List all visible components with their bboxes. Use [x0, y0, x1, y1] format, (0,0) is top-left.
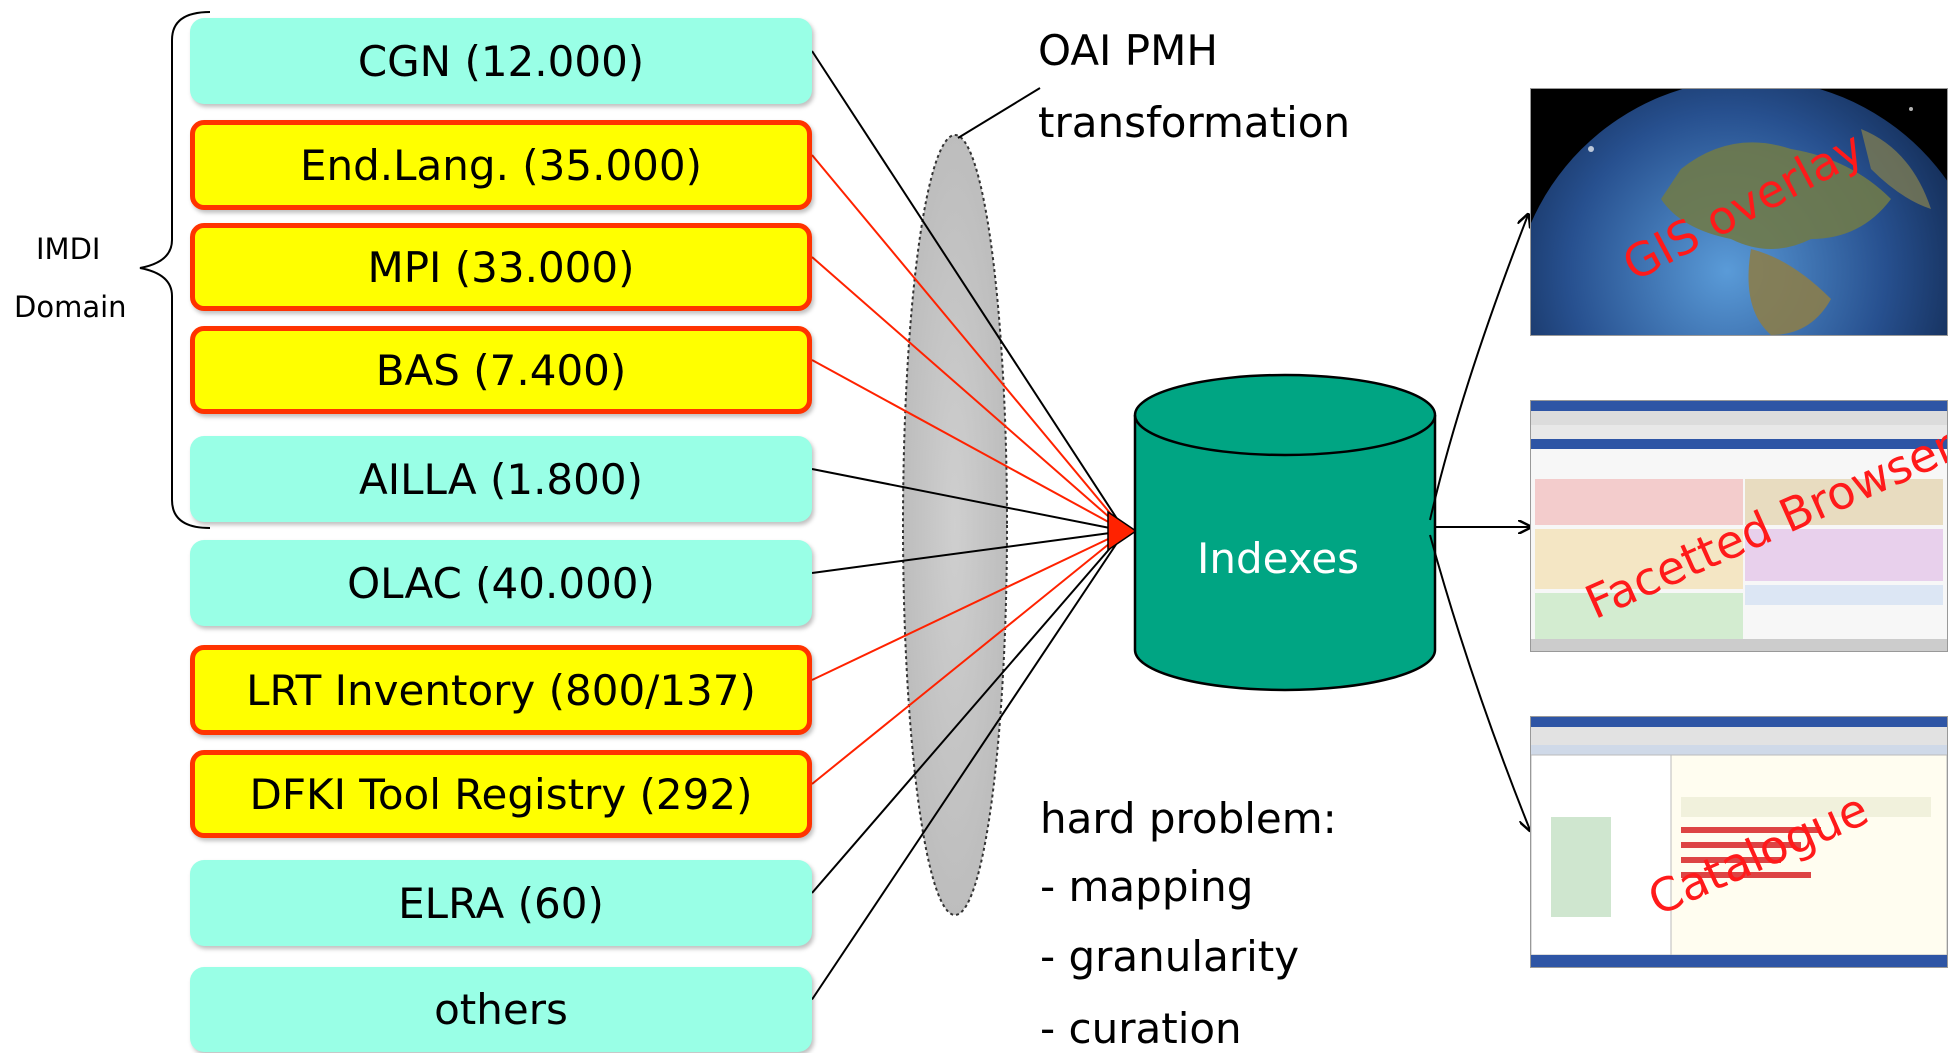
- indexes-label: Indexes: [1197, 534, 1360, 583]
- source-ailla: AILLA (1.800): [190, 436, 812, 522]
- source-mpi: MPI (33.000): [190, 223, 812, 311]
- facetted-browser-screenshot: Facetted Browser: [1530, 400, 1948, 652]
- catalogue-screenshot: Catalogue: [1530, 716, 1948, 968]
- link-source-mpi: [811, 256, 1126, 532]
- source-dfki-tool-registry: DFKI Tool Registry (292): [190, 750, 812, 838]
- link-source-cgn: [811, 50, 1126, 532]
- imdi-brace: [139, 11, 211, 529]
- transformation-ellipse: [902, 134, 1008, 916]
- source-others: others: [190, 967, 812, 1052]
- globe-icon: [1531, 89, 1947, 335]
- gis-overlay-screenshot: GIS overlay: [1530, 88, 1948, 336]
- browser-icon: [1531, 401, 1947, 651]
- transformation-label-line2: transformation: [1038, 98, 1351, 147]
- indexes-arrowhead: [1107, 510, 1138, 552]
- link-source-bas: [811, 359, 1126, 532]
- source-olac: OLAC (40.000): [190, 540, 812, 626]
- link-source-olac: [811, 530, 1126, 574]
- link-source-others: [811, 530, 1126, 1001]
- source-end-lang: End.Lang. (35.000): [190, 120, 812, 210]
- imdi-label-line1: IMDI: [36, 232, 101, 266]
- source-lrt-inventory: LRT Inventory (800/137): [190, 645, 812, 735]
- source-cgn: CGN (12.000): [190, 18, 812, 104]
- problem-heading: hard problem:: [1040, 794, 1337, 843]
- link-source-ailla: [811, 468, 1126, 532]
- problem-item-curation: - curation: [1040, 1004, 1242, 1053]
- arrow-to-catalogue: [1429, 534, 1530, 830]
- source-links: [811, 50, 1126, 1001]
- transformation-label-line1: OAI PMH: [1038, 26, 1218, 75]
- link-source-elra: [811, 530, 1126, 894]
- arrow-to-gis: [1429, 215, 1528, 521]
- transformation-pointer: [957, 87, 1041, 139]
- source-elra: ELRA (60): [190, 860, 812, 946]
- problem-item-granularity: - granularity: [1040, 932, 1300, 981]
- problem-item-mapping: - mapping: [1040, 862, 1254, 911]
- link-source-dfki-tool-registry: [811, 530, 1126, 785]
- catalogue-icon: [1531, 717, 1947, 967]
- link-source-lrt-inventory: [811, 530, 1126, 681]
- link-source-end-lang: [811, 154, 1126, 532]
- imdi-label-line2: Domain: [14, 290, 127, 324]
- source-bas: BAS (7.400): [190, 326, 812, 414]
- indexes-cylinder: [1133, 373, 1437, 692]
